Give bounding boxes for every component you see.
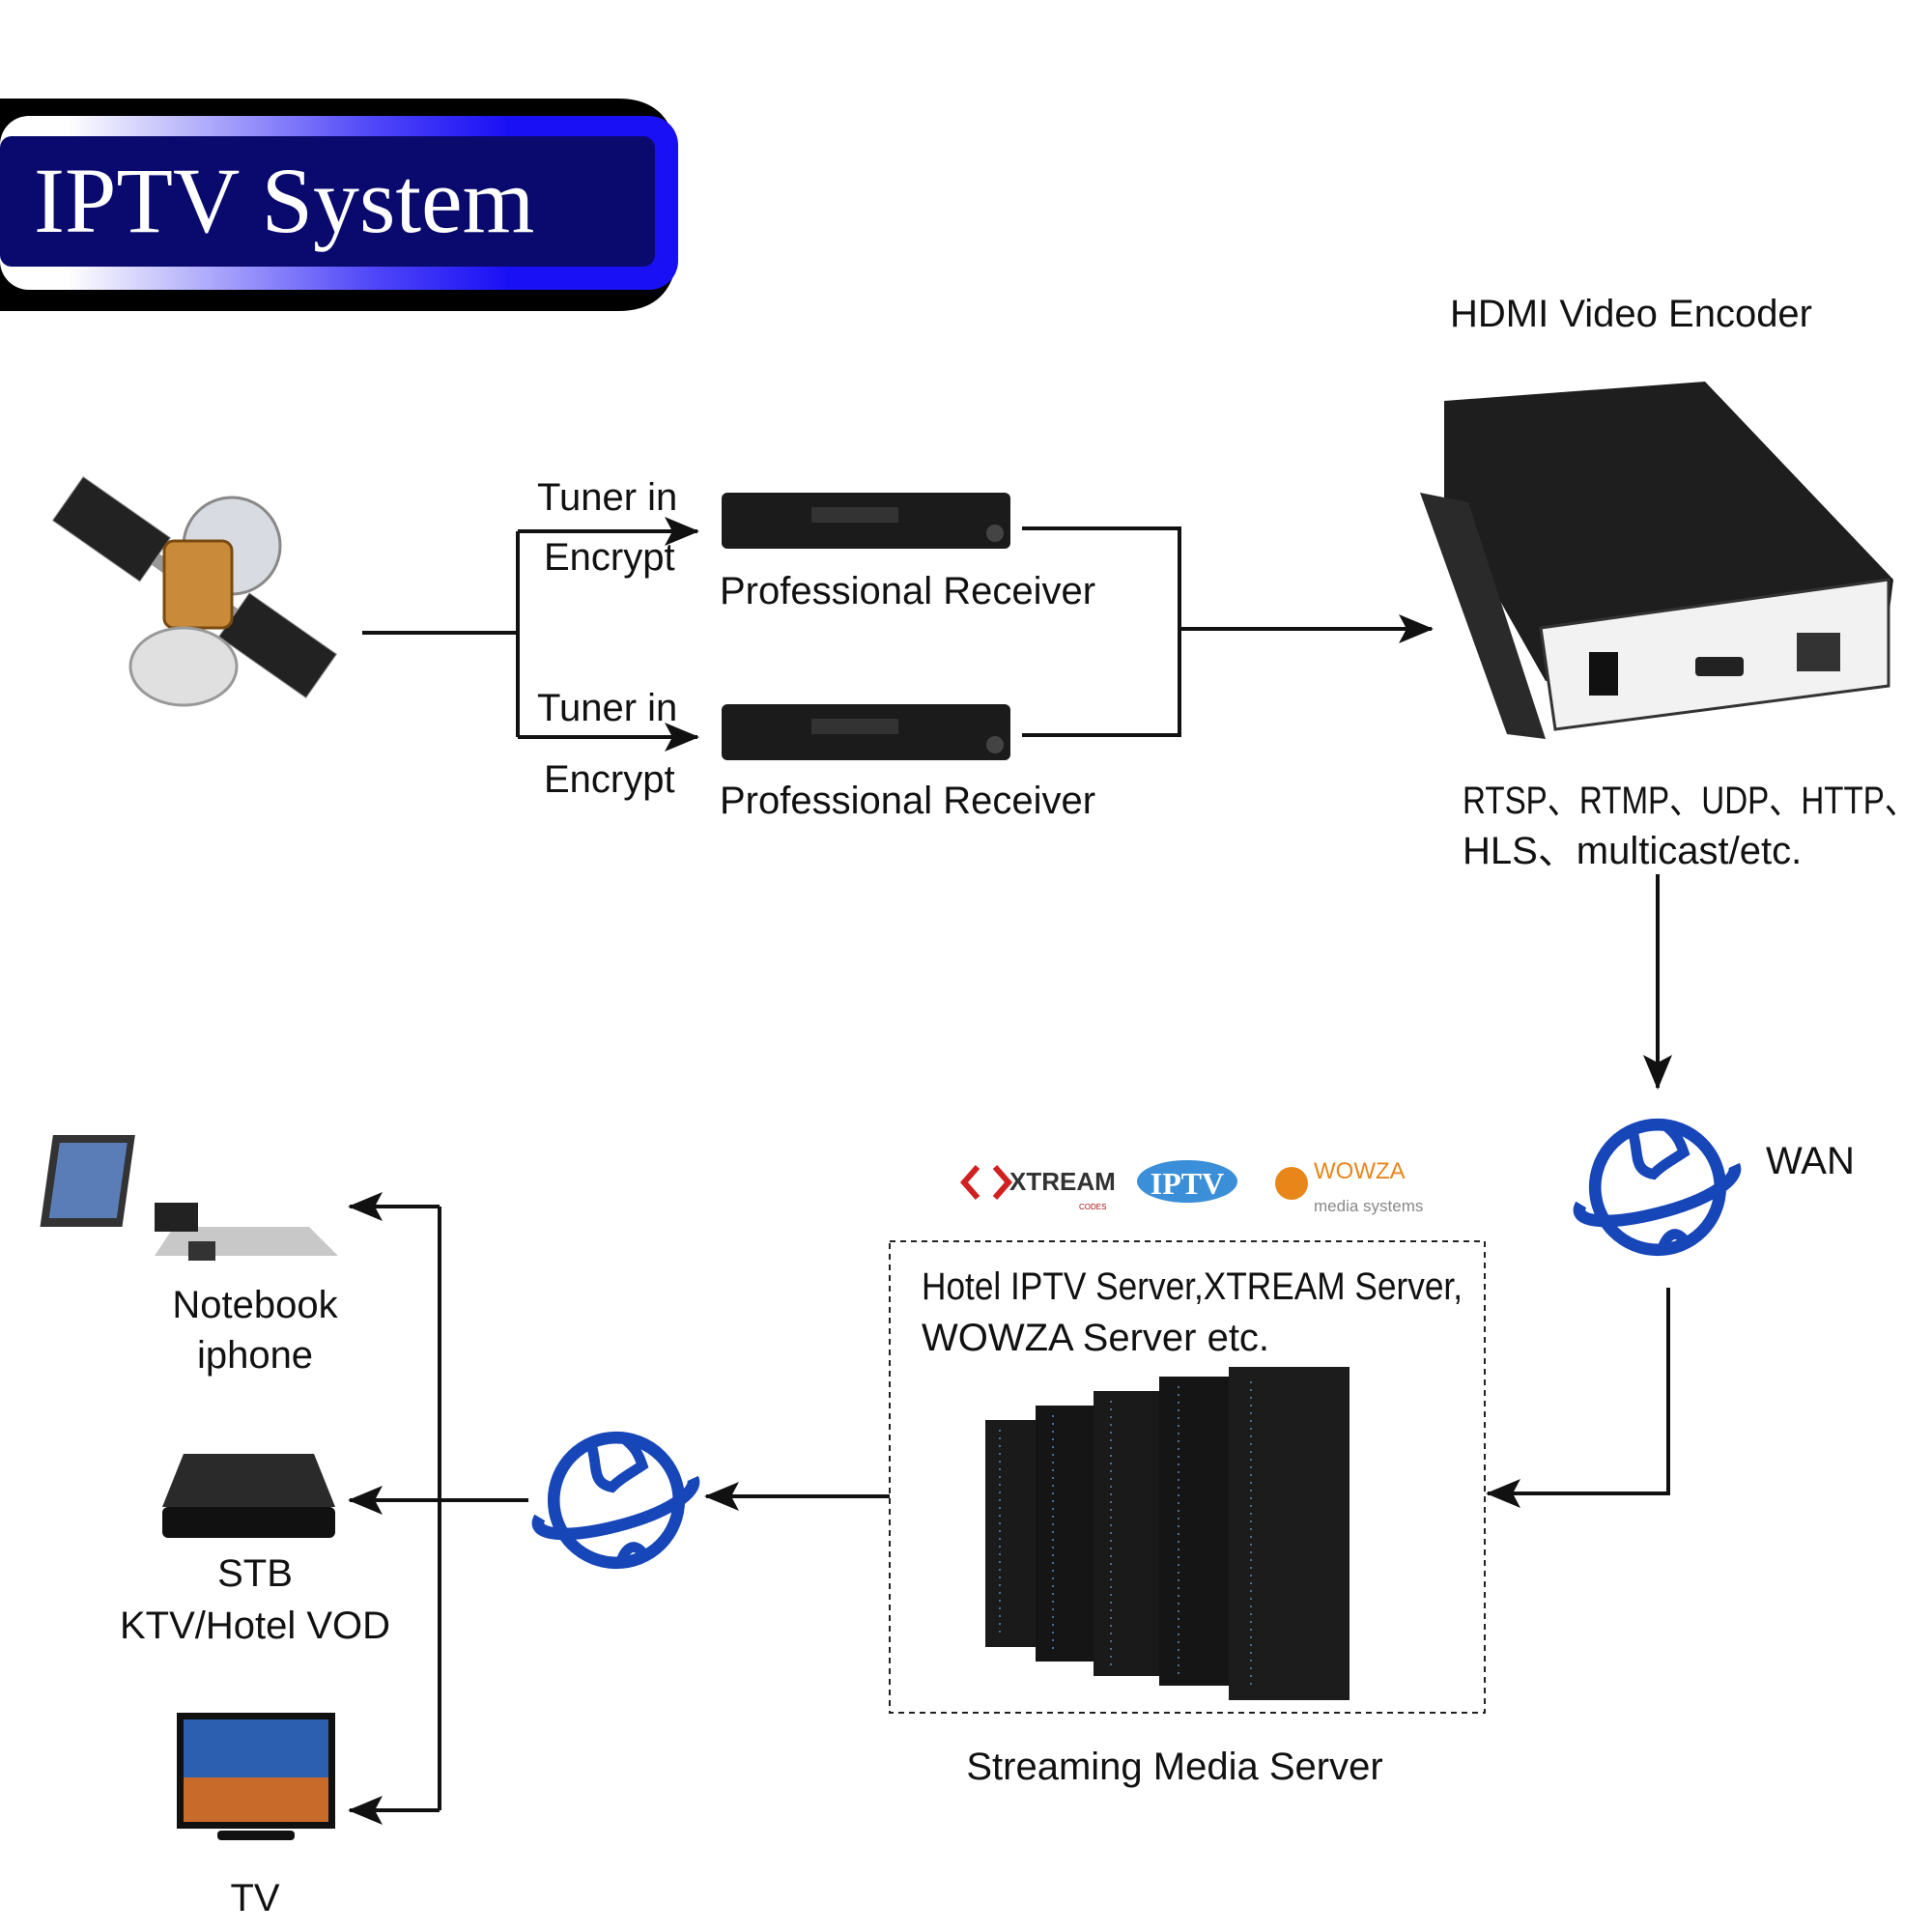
satellite-icon xyxy=(51,475,337,707)
receiver-label-1: Professional Receiver xyxy=(720,570,1095,612)
lan-globe-icon xyxy=(538,1437,694,1563)
protocols-line-1: RTSP、RTMP、UDP、HTTP、 xyxy=(1463,780,1917,822)
wan-globe-icon xyxy=(1579,1124,1735,1250)
hdmi-encoder-device: HDMI Video Encoder RTSP、RTMP、UDP、HTTP、 H… xyxy=(1420,293,1917,872)
receiver-1: Tuner in Encrypt Professional Receiver xyxy=(537,476,1095,612)
encrypt-label-2: Encrypt xyxy=(544,758,675,801)
streaming-server-group: XTREAM CODES IPTV WOWZA media systems Ho… xyxy=(889,1158,1486,1788)
client-label-notebook: Notebook xyxy=(172,1284,338,1326)
wowza-logo-subtext: media systems xyxy=(1314,1197,1423,1215)
xtream-logo: XTREAM CODES xyxy=(960,1165,1116,1211)
receiver-2: Tuner in Encrypt Professional Receiver xyxy=(537,687,1095,822)
server-racks-icon xyxy=(985,1367,1350,1700)
title-banner: IPTV System xyxy=(0,99,678,311)
client-stb: STB KTV/Hotel VOD xyxy=(120,1454,390,1647)
iptv-logo: IPTV xyxy=(1137,1160,1237,1203)
xtream-logo-subtext: CODES xyxy=(1079,1203,1106,1211)
server-dashed-box xyxy=(889,1240,1486,1714)
encoder-label: HDMI Video Encoder xyxy=(1450,293,1812,335)
client-label-iphone: iphone xyxy=(197,1334,313,1377)
tuner-label-1: Tuner in xyxy=(537,476,677,519)
wowza-logo: WOWZA media systems xyxy=(1275,1158,1423,1215)
client-label-ktv: KTV/Hotel VOD xyxy=(120,1605,390,1647)
wowza-logo-text: WOWZA xyxy=(1314,1158,1406,1184)
client-tv: TV xyxy=(177,1713,335,1919)
server-text-line-2: WOWZA Server etc. xyxy=(922,1317,1269,1359)
flow-connectors xyxy=(348,517,1672,1825)
client-notebook: Notebook iphone xyxy=(40,1135,339,1377)
encrypt-label-1: Encrypt xyxy=(544,536,675,579)
client-label-stb: STB xyxy=(217,1552,293,1595)
protocols-line-2: HLS、multicast/etc. xyxy=(1463,830,1802,872)
iptv-logo-text: IPTV xyxy=(1151,1166,1224,1201)
receiver-label-2: Professional Receiver xyxy=(720,780,1095,822)
client-label-tv: TV xyxy=(230,1877,279,1919)
tuner-label-2: Tuner in xyxy=(537,687,677,729)
xtream-logo-text: XTREAM xyxy=(1009,1167,1116,1196)
streaming-server-label: Streaming Media Server xyxy=(966,1746,1382,1788)
server-text-line-1: Hotel IPTV Server,XTREAM Server, xyxy=(922,1265,1463,1308)
page-title: IPTV System xyxy=(34,149,534,252)
wan-label: WAN xyxy=(1766,1140,1855,1182)
